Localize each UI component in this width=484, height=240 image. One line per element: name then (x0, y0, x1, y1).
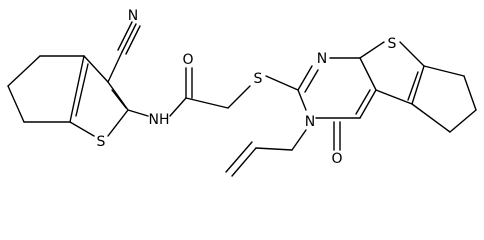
amide-chain (127, 67, 299, 117)
amide-nh-label: NH (149, 112, 170, 128)
ketone-group (333, 121, 341, 151)
molecule-diagram: N S NH O S N S N O (7, 8, 477, 177)
pyrimidine-nitrogen-top-label: N (317, 51, 327, 67)
thioether-sulfur-label: S (254, 71, 263, 87)
carbonyl-oxygen-label: O (182, 52, 193, 68)
pyrimidine-ring (297, 57, 377, 119)
cyclopentane-ring-right (411, 65, 477, 133)
cyclopentane-ring-left (7, 55, 85, 123)
thiophene-right-sulfur-label: S (388, 36, 397, 52)
pyrimidine-nitrogen-bottom-label: N (305, 114, 315, 130)
thiophene-ring-right (359, 41, 425, 105)
nitrile-nitrogen-label: N (128, 8, 138, 24)
nitrile-group (107, 21, 141, 83)
ketone-oxygen-label: O (331, 151, 342, 167)
allyl-group (225, 129, 307, 177)
thiophene-left-sulfur-label: S (97, 134, 106, 150)
thiophene-ring-left (69, 55, 129, 137)
structure-svg: N S NH O S N S N O (7, 8, 477, 177)
